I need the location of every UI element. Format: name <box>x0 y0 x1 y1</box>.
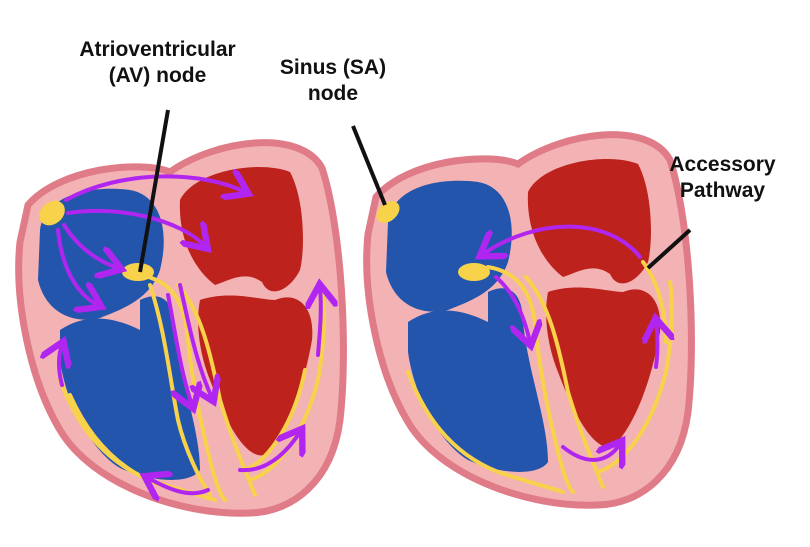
av-node <box>122 263 154 281</box>
accessory-label-line2: Pathway <box>679 179 766 202</box>
right-atrium <box>527 159 651 284</box>
av-node-label: Atrioventricular (AV) node <box>50 37 265 89</box>
signal-arrows <box>483 224 658 460</box>
accessory-pathway-label: Accessory Pathway <box>650 152 795 204</box>
sa-node-label: Sinus (SA) node <box>268 55 398 107</box>
av-label-line <box>138 109 170 273</box>
sa-node-label-line1: Sinus (SA) <box>279 56 387 79</box>
accessory-pathway-heart <box>363 131 695 509</box>
accessory-label-line1: Accessory <box>669 153 776 176</box>
sa-node-label-line2: node <box>307 82 359 105</box>
normal-heart <box>15 109 347 517</box>
sa-node <box>39 200 65 226</box>
signal-arrows <box>58 176 321 493</box>
av-node <box>458 263 490 281</box>
av-node-label-line2: (AV) node <box>108 64 207 87</box>
av-node-label-line1: Atrioventricular <box>79 38 236 61</box>
accessory-label-line <box>646 228 692 270</box>
sa-label-line <box>351 125 387 206</box>
right-atrium <box>179 167 303 292</box>
sa-node <box>376 201 400 223</box>
